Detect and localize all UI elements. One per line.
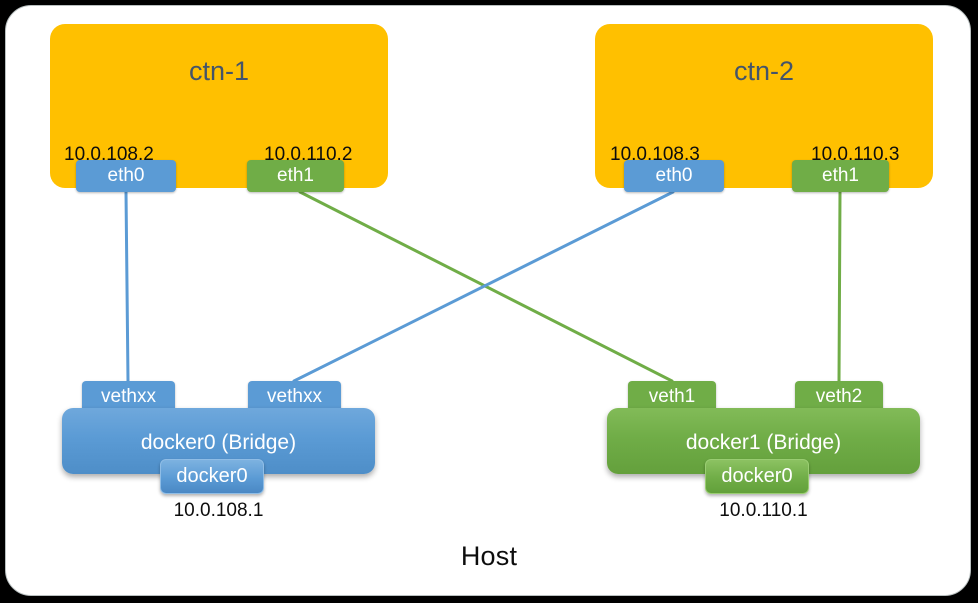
bridge-title: docker0 (Bridge)	[140, 431, 297, 454]
bridge-title: docker1 (Bridge)	[685, 431, 842, 454]
port-ip-eth1: 10.0.110.2	[264, 144, 353, 165]
port-badge-ctn-2-eth0[interactable]: eth0	[624, 160, 724, 192]
veth-badge-vethxx[interactable]: vethxx	[248, 381, 341, 413]
port-badge-ctn-1-eth1[interactable]: eth1	[247, 160, 344, 192]
bridge-interface-badge[interactable]: docker0	[160, 459, 264, 494]
container-title: ctn-2	[733, 56, 795, 86]
veth-badge-veth1[interactable]: veth1	[628, 381, 716, 413]
port-ip-eth0: 10.0.108.2	[64, 144, 154, 165]
port-ip-eth1: 10.0.110.3	[811, 144, 900, 165]
host-label: Host	[460, 541, 518, 571]
bridge-interface-badge[interactable]: docker0	[705, 459, 809, 494]
bridge-ip: 10.0.108.1	[173, 500, 264, 521]
port-badge-ctn-1-eth0[interactable]: eth0	[76, 160, 176, 192]
port-badge-ctn-2-eth1[interactable]: eth1	[792, 160, 889, 192]
container-title: ctn-1	[188, 56, 250, 86]
port-ip-eth0: 10.0.108.3	[610, 144, 700, 165]
ctn2-eth1-to-veth2	[837, 190, 842, 383]
veth-badge-veth2[interactable]: veth2	[795, 381, 883, 413]
ctn2-eth0-to-vethxx-right	[292, 190, 675, 383]
ctn1-eth0-to-vethxx-left	[124, 190, 130, 383]
bridge-ip: 10.0.110.1	[719, 500, 808, 521]
veth-badge-vethxx[interactable]: vethxx	[82, 381, 175, 413]
